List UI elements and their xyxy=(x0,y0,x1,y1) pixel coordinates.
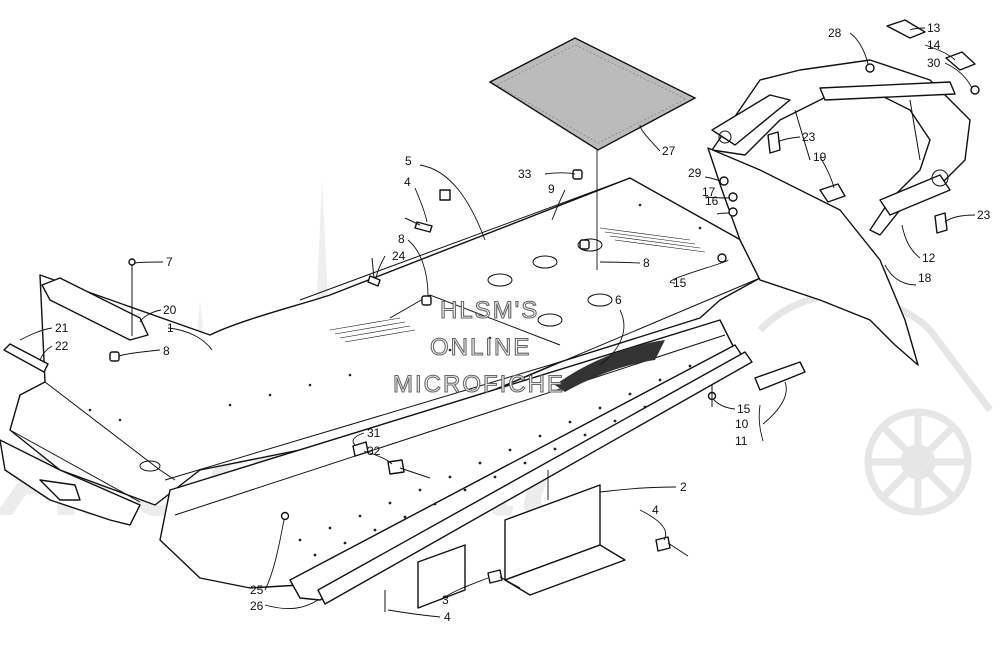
callout-11: 11 xyxy=(735,434,748,448)
watermark-line-2: ONLINE xyxy=(430,334,531,361)
part-25-rivet xyxy=(280,511,290,521)
part-13-decal xyxy=(886,19,926,39)
tunnel-center-plate xyxy=(389,294,561,346)
part-26-step-strip xyxy=(317,351,753,605)
part-30-screw xyxy=(970,85,980,95)
callout-22: 22 xyxy=(55,339,69,353)
callout-23-upper: 23 xyxy=(802,130,816,144)
part-15-bolt-upper xyxy=(717,253,727,263)
part-4-rivet-lower xyxy=(487,569,503,584)
callout-16: 16 xyxy=(705,194,719,208)
callout-18: 18 xyxy=(918,271,932,285)
tunnel-vent-hatching xyxy=(329,227,706,343)
callout-28: 28 xyxy=(828,26,842,40)
part-19-bracket xyxy=(819,183,846,203)
part-8-nut-mid xyxy=(421,295,432,306)
callout-33: 33 xyxy=(518,167,532,181)
part-23-clip-lower xyxy=(934,212,948,234)
callout-9: 9 xyxy=(548,182,555,196)
callout-5: 5 xyxy=(405,154,412,168)
callout-3: 3 xyxy=(442,593,449,607)
callout-7: 7 xyxy=(166,255,173,269)
part-29-washer xyxy=(719,176,729,186)
part-23-clip-upper xyxy=(767,131,781,154)
part-rear-bumper xyxy=(711,59,971,236)
part-27-seat-pad xyxy=(488,37,697,151)
part-8-nut-front xyxy=(109,351,120,362)
part-33-nut xyxy=(572,169,583,180)
callout-17: 17 xyxy=(702,185,716,199)
part-tunnel xyxy=(0,177,781,526)
tunnel-rivets xyxy=(88,203,702,422)
callout-8-center: 8 xyxy=(643,256,650,270)
callout-29: 29 xyxy=(688,166,702,180)
callout-20: 20 xyxy=(163,303,177,317)
callout-1: 1 xyxy=(167,321,174,335)
part-14-decal xyxy=(945,51,976,71)
watermark-motorcycle-wheel xyxy=(757,291,993,516)
callout-30: 30 xyxy=(927,56,941,70)
callout-8-front: 8 xyxy=(163,344,170,358)
part-18-snow-flap xyxy=(707,147,919,366)
callout-26: 26 xyxy=(250,599,264,613)
running-board-perforations xyxy=(298,364,707,557)
callout-21: 21 xyxy=(55,321,69,335)
watermark-line-1: HLSM'S xyxy=(440,297,539,324)
watermark-text: HLSM'S ONLINE MICROFICHE xyxy=(392,296,565,398)
callout-31: 31 xyxy=(367,426,381,440)
part-8-nut-center xyxy=(579,239,590,250)
callout-32: 32 xyxy=(367,444,381,458)
part-2-bracket-plate xyxy=(504,484,626,596)
callout-12: 12 xyxy=(922,251,936,265)
callout-23-lower: 23 xyxy=(977,208,991,222)
callout-14: 14 xyxy=(927,38,941,52)
part-28-screw xyxy=(865,63,875,73)
callout-labels: 1 2 3 4 4 4 5 6 7 8 8 8 9 10 11 12 13 14… xyxy=(55,21,991,624)
part-7-rivet xyxy=(128,258,136,266)
callout-4-bottom: 4 xyxy=(444,610,451,624)
part-10-step-strip xyxy=(754,361,806,391)
callout-8-mid: 8 xyxy=(398,232,405,246)
callout-19: 19 xyxy=(813,150,827,164)
callout-4-right: 4 xyxy=(652,503,659,517)
callout-6: 6 xyxy=(615,293,622,307)
watermark-line-3: MICROFICHE xyxy=(393,371,565,398)
part-4-rivet-right xyxy=(655,536,671,552)
callout-10: 10 xyxy=(735,417,749,431)
callout-2: 2 xyxy=(680,480,687,494)
callout-4-top: 4 xyxy=(404,175,411,189)
callout-27: 27 xyxy=(662,144,676,158)
part-17-nut xyxy=(728,207,738,217)
callout-15-lower: 15 xyxy=(737,402,751,416)
callout-15-upper: 15 xyxy=(673,276,687,290)
part-22-reflector xyxy=(3,343,49,373)
part-20-rail-guard xyxy=(41,277,149,341)
part-5-washer xyxy=(439,189,451,201)
leader-lines xyxy=(19,27,976,618)
callout-24: 24 xyxy=(392,249,406,263)
part-16-washer xyxy=(728,192,738,202)
callout-13: 13 xyxy=(927,21,941,35)
part-24-rivet xyxy=(367,275,381,287)
callout-25: 25 xyxy=(250,583,264,597)
